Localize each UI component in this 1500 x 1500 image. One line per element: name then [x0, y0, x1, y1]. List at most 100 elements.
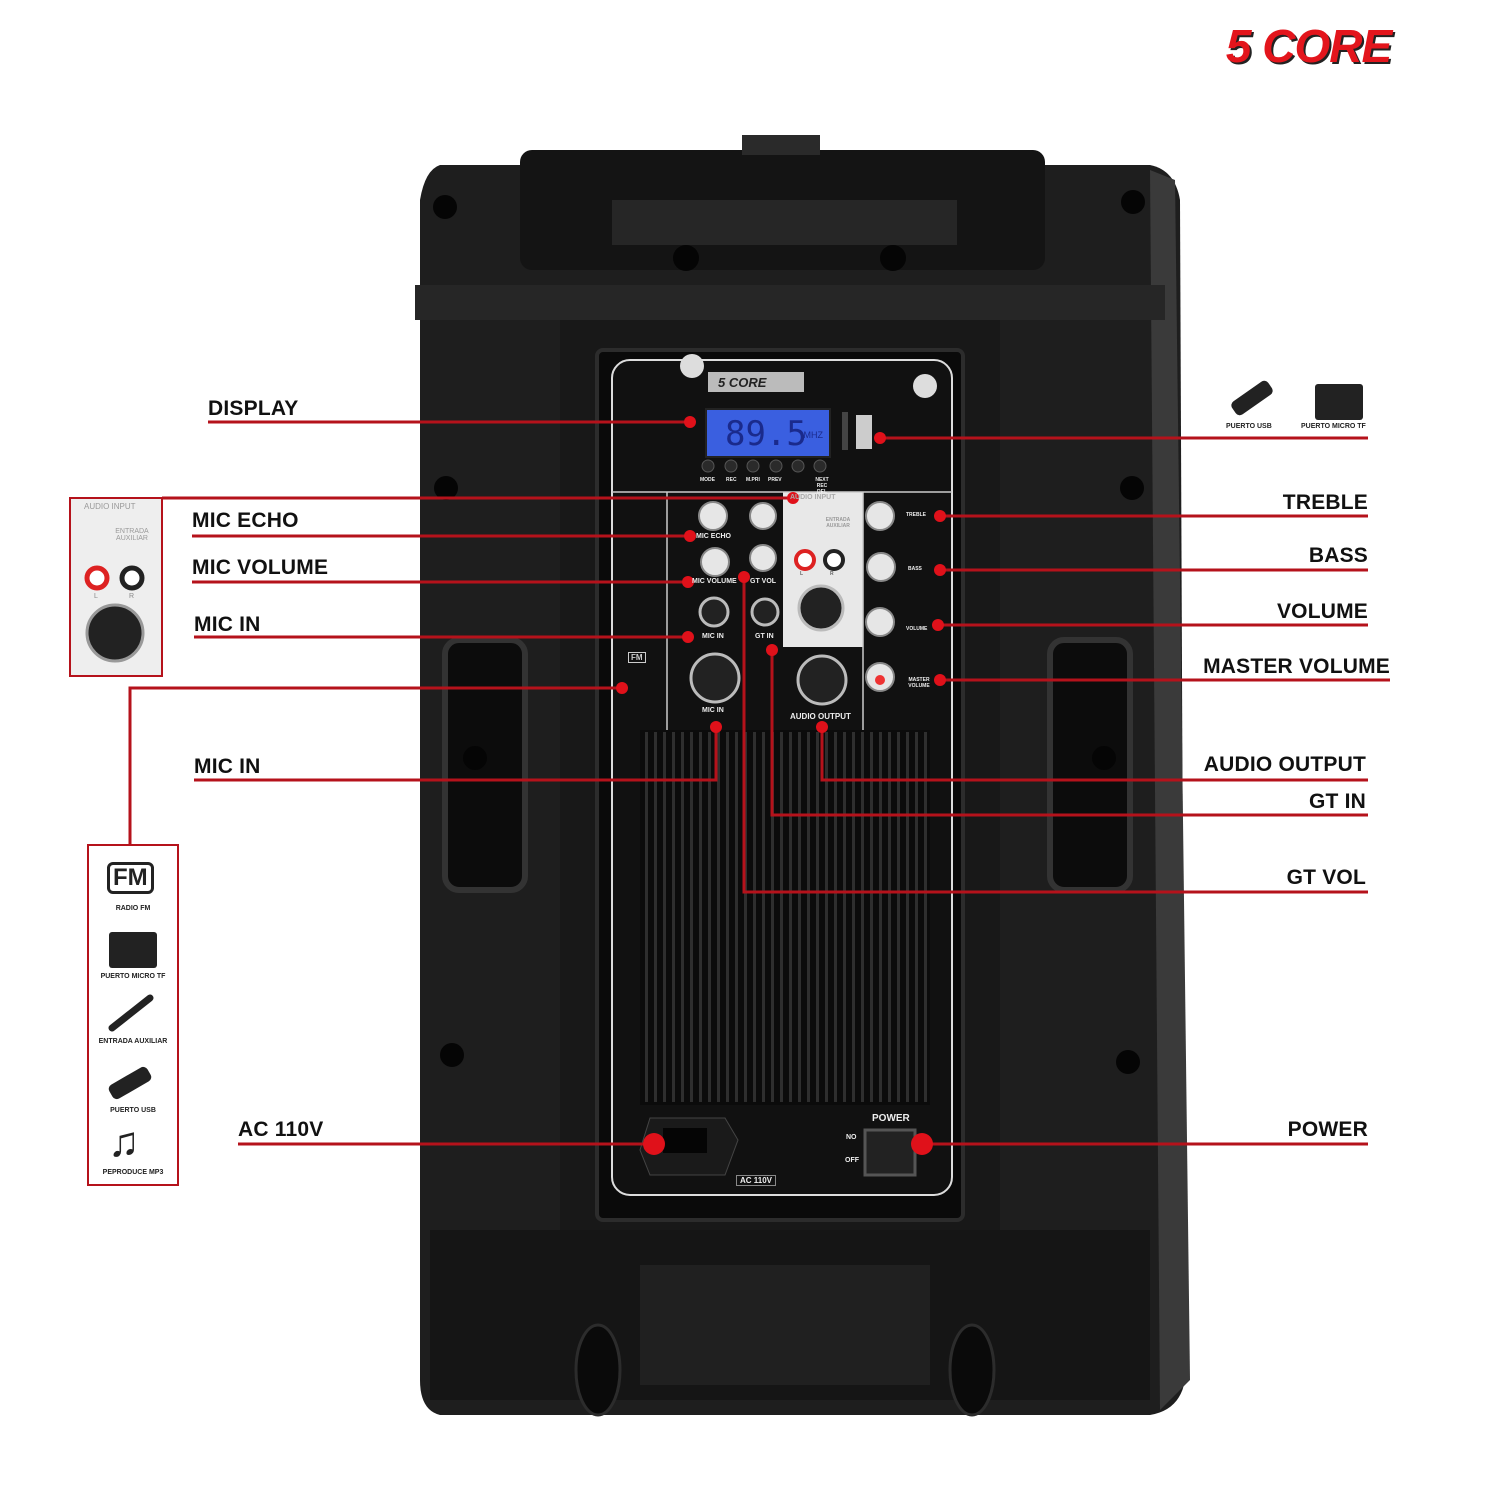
treble-knob — [865, 501, 895, 531]
usb-port — [856, 415, 872, 449]
heat-sink-fin — [861, 732, 864, 1102]
feature-micro-tf-label: PUERTO MICRO TF — [100, 973, 166, 980]
inset-entrada-label: ENTRADA AUXILIAR — [115, 528, 149, 542]
callout-display: DISPLAY — [208, 397, 299, 420]
callout-gt-in-line — [770, 650, 1368, 817]
callout-mic-echo: MIC ECHO — [192, 509, 299, 532]
heat-sink-fin — [924, 732, 927, 1102]
usb-icon-top — [1231, 380, 1273, 416]
mic-bass-knob — [749, 502, 777, 530]
cabinet-side-edge — [1150, 170, 1190, 1410]
heat-sink-fin — [735, 732, 738, 1102]
panel-l-label: L — [800, 571, 804, 577]
callout-dots — [616, 416, 946, 1155]
volume-knob — [865, 607, 895, 637]
left-side-handle — [442, 637, 528, 893]
heat-sink-fin — [834, 732, 837, 1102]
lcd-unit: MHZ — [803, 430, 824, 440]
callout-mic-in-2-line — [194, 727, 718, 782]
panel-master-volume-label: MASTER VOLUME — [908, 677, 930, 689]
panel-volume-label: VOLUME — [906, 626, 928, 632]
callout-audio-output-line — [820, 727, 1368, 782]
callout-bass: BASS — [1308, 544, 1368, 567]
usb-icon — [108, 1066, 152, 1100]
callout-ac: AC 110V — [238, 1118, 324, 1141]
rec-button[interactable]: REC — [726, 477, 737, 483]
callout-features-line — [128, 686, 622, 845]
panel-mic-volume-label: MIC VOLUME — [692, 578, 737, 585]
mic-in-jack — [698, 596, 730, 628]
heat-sink-fin — [816, 732, 819, 1102]
callout-gt-in: GT IN — [1309, 790, 1366, 813]
heat-sink-fin — [645, 732, 648, 1102]
heat-sink-fin — [762, 732, 765, 1102]
left-wheel — [574, 1323, 622, 1417]
prev-button[interactable]: PREV — [768, 477, 782, 483]
heat-sink-fin — [843, 732, 846, 1102]
panel-audio-input-label: AUDIO INPUT — [790, 494, 836, 501]
callout-lines — [128, 420, 1390, 1146]
feature-mp3-label: PEPRODUCE MP3 — [102, 1169, 164, 1176]
right-wheel — [948, 1323, 996, 1417]
heat-sink-fin — [879, 732, 882, 1102]
next-button[interactable]: NEXT REC DEL — [815, 477, 829, 495]
heat-sink-fin — [690, 732, 693, 1102]
mode-button[interactable]: MODE — [700, 477, 715, 483]
m-pri-button[interactable]: M.PRI — [746, 477, 760, 483]
panel-off-label: OFF — [845, 1157, 859, 1164]
feature-usb-label: PUERTO USB — [110, 1107, 156, 1114]
heat-sink-fin — [672, 732, 675, 1102]
callout-audio-output: AUDIO OUTPUT — [1203, 753, 1366, 776]
brand-logo: 5 CORE — [1225, 20, 1392, 72]
heat-sink-fin — [915, 732, 918, 1102]
callout-treble: TREBLE — [1282, 491, 1368, 514]
panel-ac-label: AC 110V — [736, 1175, 777, 1186]
aux-xlr — [797, 584, 845, 632]
heat-sink-fin — [681, 732, 684, 1102]
sd-slot — [842, 412, 848, 450]
heat-sink-fin — [771, 732, 774, 1102]
heat-sink-fin — [825, 732, 828, 1102]
audio-output-xlr — [796, 654, 848, 706]
panel-logo: 5 CORE — [718, 375, 767, 390]
feature-radio-fm-label: RADIO FM — [115, 905, 151, 912]
heat-sink-fin — [888, 732, 891, 1102]
power-switch — [863, 1128, 917, 1177]
panel-gt-vol-label: GT VOL — [750, 578, 777, 585]
mic-in-xlr — [689, 652, 741, 704]
inset-audio-input-title: AUDIO INPUT — [84, 502, 136, 511]
heat-sink-fin — [906, 732, 909, 1102]
heat-sink-fin — [708, 732, 711, 1102]
panel-power-label: POWER — [872, 1113, 910, 1124]
callout-master-volume: MASTER VOLUME — [1203, 655, 1390, 678]
panel-treble-label: TREBLE — [906, 512, 926, 518]
heat-sink-fin — [753, 732, 756, 1102]
panel-bass-label: BASS — [908, 566, 922, 572]
callout-mic-in-1: MIC IN — [194, 613, 261, 636]
lcd-frequency: 89.5 — [725, 414, 807, 454]
inset-l-label: L — [94, 593, 98, 600]
gt-in-jack — [750, 597, 780, 627]
heat-sink-fin — [798, 732, 801, 1102]
heat-sink-fin — [717, 732, 720, 1102]
heat-sink-fin — [726, 732, 729, 1102]
top-micro-tf-label: PUERTO MICRO TF — [1301, 423, 1366, 430]
heat-sink-fin — [852, 732, 855, 1102]
gt-vol-knob — [749, 544, 777, 572]
panel-fm-label: FM — [628, 652, 646, 663]
heat-sink-fin — [654, 732, 657, 1102]
rca-left — [794, 549, 816, 571]
callout-gt-vol-line — [742, 577, 1368, 894]
panel-audio-output-label: AUDIO OUTPUT — [790, 712, 851, 721]
micro-sd-icon — [109, 932, 157, 968]
mic-echo-knob — [698, 501, 728, 531]
fm-radio-icon: FM — [107, 862, 154, 894]
heat-sink — [640, 730, 930, 1105]
heat-sink-fin — [780, 732, 783, 1102]
mic-volume-knob — [700, 547, 730, 577]
right-side-handle — [1047, 637, 1133, 893]
panel-on-label: NO — [846, 1134, 857, 1141]
callout-power: POWER — [1287, 1118, 1368, 1141]
heat-sink-fin — [897, 732, 900, 1102]
